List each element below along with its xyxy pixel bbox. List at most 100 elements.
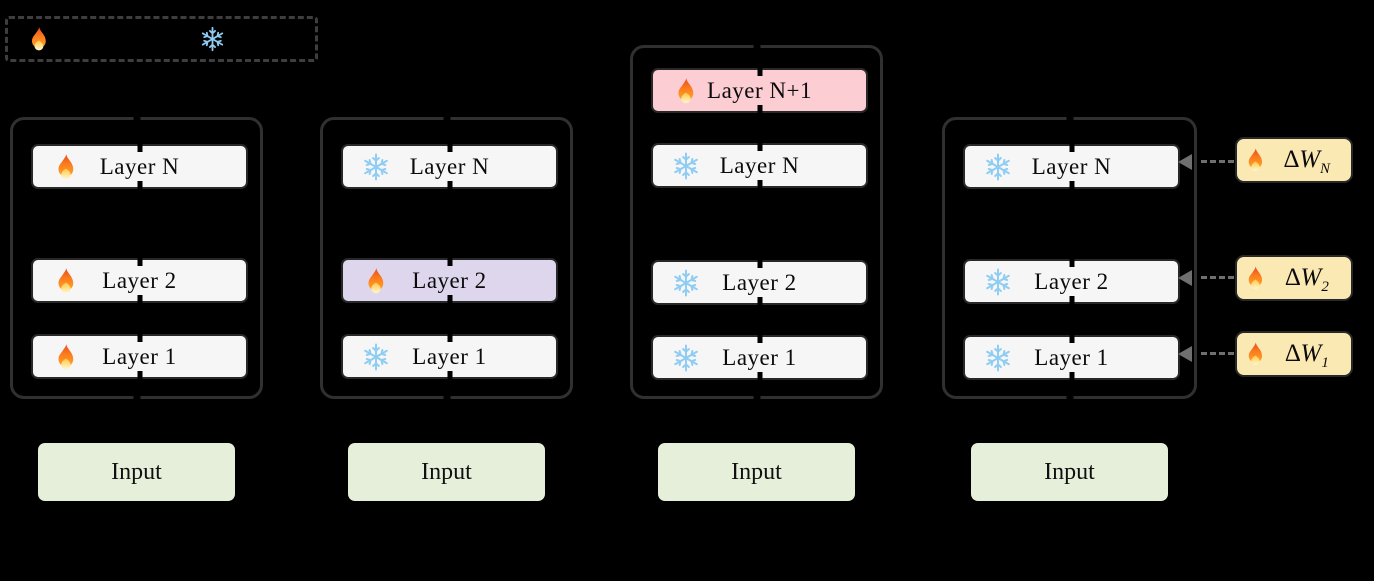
arrowhead-icon xyxy=(1178,270,1192,286)
connector-tick xyxy=(757,67,762,76)
connector-tick xyxy=(137,181,142,190)
connector-tick xyxy=(137,295,142,304)
input-label: Input xyxy=(111,458,162,485)
arrowhead-icon xyxy=(1178,154,1192,170)
connector-tick xyxy=(137,333,142,342)
model-stack-3: Layer N+1 Layer N Layer 2 Layer 1 xyxy=(630,43,883,401)
model-stack-2: Layer N Layer 2 Layer 1 xyxy=(320,115,573,401)
input-label: Input xyxy=(421,458,472,485)
snowflake-icon xyxy=(983,343,1013,373)
snowflake-icon xyxy=(361,342,391,372)
connector-tick xyxy=(443,389,450,401)
connector-tick xyxy=(1069,258,1074,267)
connector-tick xyxy=(447,333,452,342)
snowflake-icon xyxy=(983,152,1013,182)
input-box: Input xyxy=(38,443,235,501)
dashed-arrow-line xyxy=(1201,276,1234,279)
layer-box-trainable: Layer N+1 xyxy=(651,67,868,114)
fire-icon xyxy=(51,152,81,182)
connector-tick xyxy=(1069,143,1074,152)
connector-tick xyxy=(753,389,760,401)
layer-box: Layer N xyxy=(341,143,558,190)
snowflake-icon xyxy=(361,152,391,182)
connector-tick xyxy=(1069,372,1074,381)
layer-label: Layer N xyxy=(719,152,800,178)
connector-tick xyxy=(447,371,452,380)
layer-box: Layer 2 xyxy=(31,257,248,304)
connector-tick xyxy=(757,259,762,268)
layer-label: Layer N xyxy=(1031,153,1112,179)
connector-tick xyxy=(757,334,762,343)
layer-box: Layer 1 xyxy=(341,333,558,380)
connector-tick xyxy=(137,257,142,266)
connector-tick xyxy=(137,143,142,152)
connector-tick xyxy=(757,142,762,151)
adapter-box: ∆W1 xyxy=(1235,331,1353,377)
fire-icon xyxy=(1242,341,1269,368)
layer-label: Layer 1 xyxy=(102,343,177,369)
arrowhead-icon xyxy=(1178,346,1192,362)
connector-tick xyxy=(1066,115,1073,127)
connector-tick xyxy=(1069,296,1074,305)
fire-icon xyxy=(51,266,81,296)
connector-tick xyxy=(757,372,762,381)
layer-box: Layer 1 xyxy=(651,334,868,381)
snowflake-icon xyxy=(983,267,1013,297)
snowflake-icon xyxy=(199,26,226,53)
connector-tick xyxy=(447,181,452,190)
connector-tick xyxy=(757,297,762,306)
model-stack-4: Layer N Layer 2 Layer 1 xyxy=(942,115,1197,401)
layer-label: Layer 1 xyxy=(1034,344,1109,370)
layer-label: Layer 2 xyxy=(1034,268,1109,294)
layer-box: Layer N xyxy=(651,142,868,189)
fire-icon xyxy=(25,25,53,53)
layer-label: Layer 2 xyxy=(412,267,487,293)
layer-box: Layer 2 xyxy=(963,258,1180,305)
legend xyxy=(5,16,318,62)
layer-box: Layer N xyxy=(31,143,248,190)
fire-icon xyxy=(51,342,81,372)
layer-label: Layer N+1 xyxy=(707,77,812,103)
input-label: Input xyxy=(1044,458,1095,485)
layer-label: Layer N xyxy=(409,153,490,179)
connector-tick xyxy=(447,143,452,152)
layer-box-trainable: Layer 2 xyxy=(341,257,558,304)
input-box: Input xyxy=(658,443,855,501)
fire-icon xyxy=(361,266,391,296)
connector-tick xyxy=(137,371,142,380)
snowflake-icon xyxy=(671,151,701,181)
snowflake-icon xyxy=(671,343,701,373)
connector-tick xyxy=(133,389,140,401)
fire-icon xyxy=(1242,147,1269,174)
fire-icon xyxy=(1242,265,1269,292)
connector-tick xyxy=(757,105,762,114)
adapter-box: ∆WN xyxy=(1235,137,1353,183)
connector-tick xyxy=(1069,181,1074,190)
connector-tick xyxy=(1066,389,1073,401)
layer-box: Layer 2 xyxy=(651,259,868,306)
connector-tick xyxy=(1069,334,1074,343)
dashed-arrow-line xyxy=(1201,352,1234,355)
fire-icon xyxy=(671,76,701,106)
layer-label: Layer N xyxy=(99,153,180,179)
connector-tick xyxy=(133,115,140,127)
snowflake-icon xyxy=(671,268,701,298)
connector-tick xyxy=(757,180,762,189)
connector-tick xyxy=(447,295,452,304)
connector-tick xyxy=(447,257,452,266)
layer-box: Layer N xyxy=(963,143,1180,190)
layer-box: Layer 1 xyxy=(31,333,248,380)
layer-label: Layer 2 xyxy=(722,269,797,295)
dashed-arrow-line xyxy=(1201,160,1234,163)
connector-tick xyxy=(443,115,450,127)
layer-box: Layer 1 xyxy=(963,334,1180,381)
layer-label: Layer 2 xyxy=(102,267,177,293)
model-stack-1: Layer N Layer 2 Layer 1 xyxy=(10,115,263,401)
layer-label: Layer 1 xyxy=(412,343,487,369)
input-label: Input xyxy=(731,458,782,485)
input-box: Input xyxy=(348,443,545,501)
adapter-label: ∆W2 xyxy=(1285,264,1329,295)
connector-tick xyxy=(753,43,760,55)
adapter-label: ∆W1 xyxy=(1285,340,1329,371)
